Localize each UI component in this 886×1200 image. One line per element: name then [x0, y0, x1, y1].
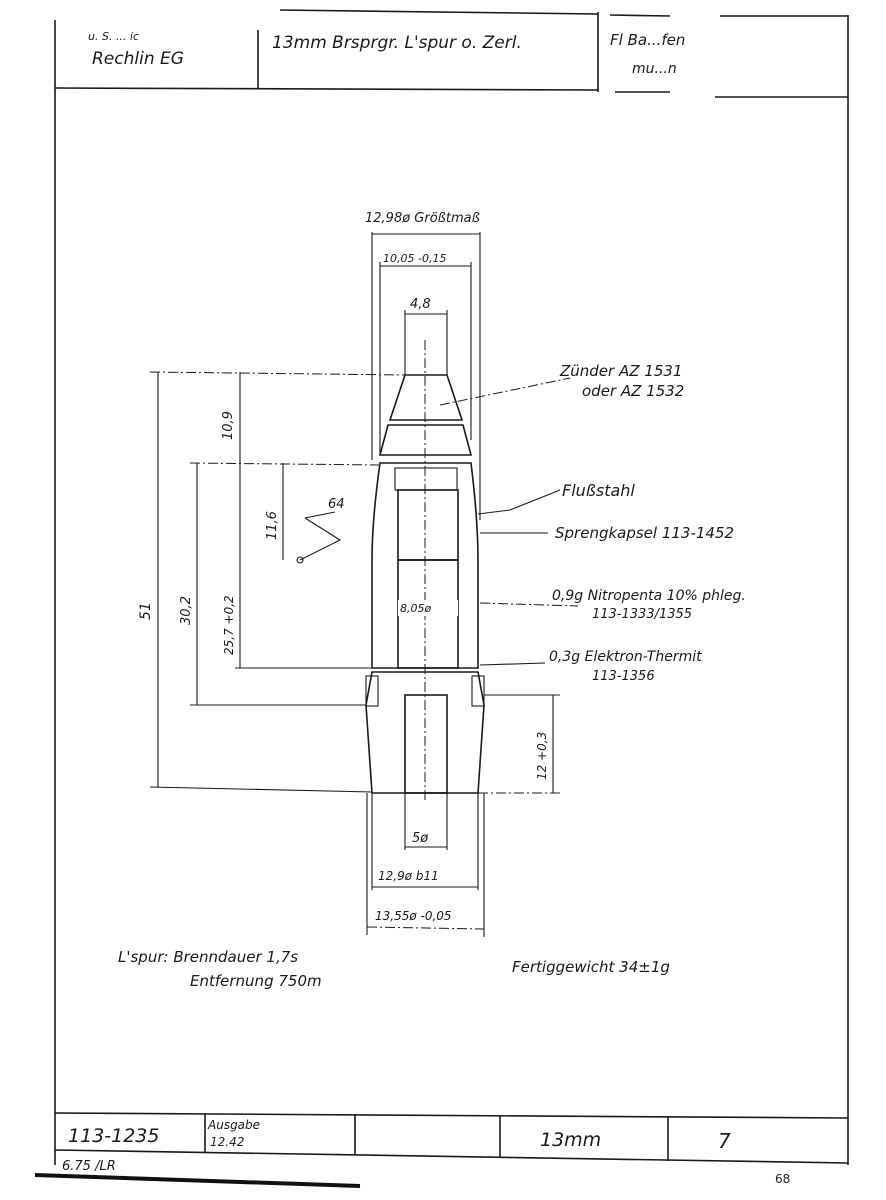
dim-overall-length: 51: [138, 602, 154, 620]
dimension-lines: [149, 232, 579, 937]
label-material: Flußstahl: [562, 481, 635, 500]
label-charge-2: 113-1333/1355: [592, 607, 692, 622]
designation-text: 13mm Brsprgr. L'spur o. Zerl.: [272, 33, 522, 53]
drawing-frame: [34, 9, 849, 1188]
note-tracer-1: L'spur: Brenndauer 1,7s: [118, 948, 298, 966]
label-incendiary-2: 113-1356: [592, 669, 655, 684]
dim-fuze-tip: 4,8: [410, 297, 431, 312]
caliber-text: 13mm: [540, 1129, 601, 1151]
dim-body-diameter: 12,9ø b11: [378, 869, 439, 883]
dim-shoulder-diameter: 10,05 -0,15: [383, 252, 446, 265]
page-number: 68: [775, 1172, 790, 1186]
label-charge-1: 0,9g Nitropenta 10% phleg.: [552, 588, 746, 604]
issue-date: 12.42: [210, 1135, 244, 1149]
stamp-text: 6.75 /LR: [62, 1159, 116, 1174]
label-incendiary-1: 0,3g Elektron-Thermit: [549, 649, 702, 665]
dim-body-to-band: 30,2: [179, 596, 194, 625]
label-fuze-1: Zünder AZ 1531: [559, 362, 682, 380]
dim-tracer-diameter: 5ø: [412, 831, 429, 846]
drawing-number: 113-1235: [68, 1125, 159, 1147]
dim-angle: 64: [328, 497, 345, 512]
dim-max-diameter: 12,98ø Größtmaß: [365, 211, 480, 226]
label-fuze-2: oder AZ 1532: [582, 382, 684, 400]
dim-fuze-height: 10,9: [221, 411, 236, 440]
origin-text: Rechlin EG: [92, 49, 184, 69]
title-small-text: u. S. ... ic: [88, 30, 139, 43]
sheet-number: 7: [718, 1129, 731, 1153]
dim-cavity-diameter: 8,05ø: [400, 602, 431, 615]
note-tracer-2: Entfernung 750m: [190, 972, 322, 990]
projectile-section: [365, 310, 485, 800]
dim-capsule-depth: 11,6: [265, 511, 280, 540]
dim-band-diameter: 13,55ø -0,05: [375, 909, 452, 923]
issue-label: Ausgabe: [207, 1118, 260, 1132]
note-weight: Fertiggewicht 34±1g: [512, 958, 670, 976]
category-text-1: Fl Ba...fen: [610, 31, 685, 49]
dim-body-to-cavity: 25,7 +0,2: [222, 595, 236, 655]
dim-tracer-length: 12 +0,3: [535, 732, 549, 780]
category-text-2: mu...n: [632, 61, 677, 77]
label-capsule: Sprengkapsel 113-1452: [555, 524, 734, 542]
